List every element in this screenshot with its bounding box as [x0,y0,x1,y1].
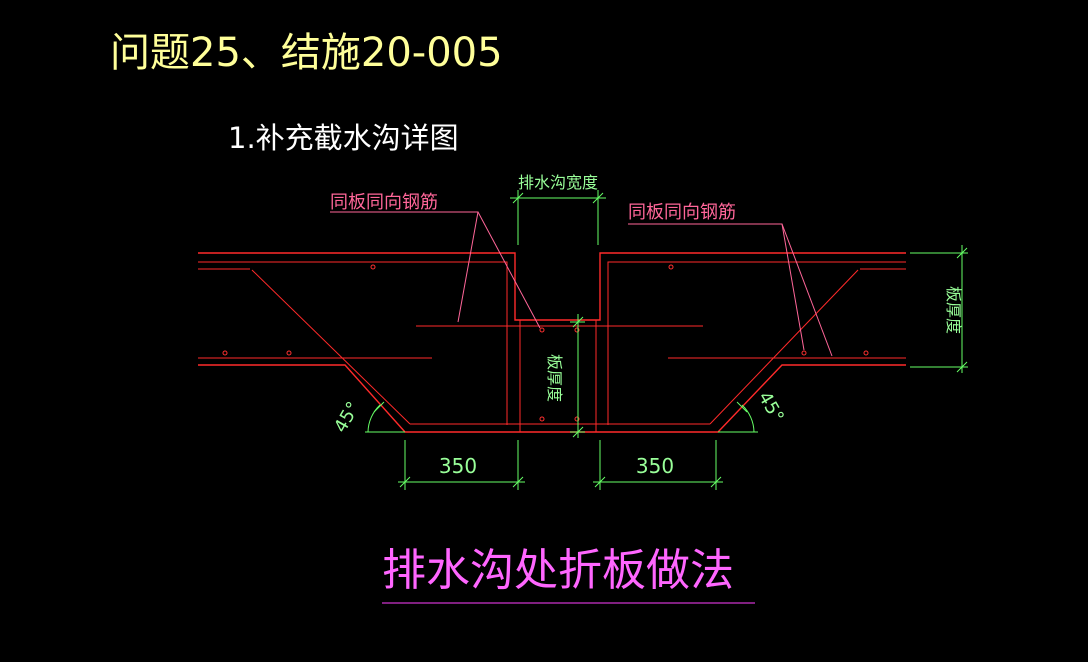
rebar-left-label: 同板同向钢筋 [330,192,438,213]
dim-left-label: 350 [439,454,477,478]
slab-outline [198,252,906,433]
bottom-dimensions: 350 350 [398,440,723,490]
rebar-dots [222,264,869,422]
leader-left: 同板同向钢筋 [330,192,541,329]
rebar-right-label: 同板同向钢筋 [628,202,736,223]
dim-right-label: 350 [636,454,674,478]
center-thickness-label: 板厚度 [545,354,564,402]
angle-marks: 45° 45° [330,388,788,436]
trench-width-label: 排水沟宽度 [518,173,598,192]
title-text: 问题25、结施20-005 [110,30,503,76]
right-thickness-label: 板厚度 [944,286,963,334]
leader-right: 同板同向钢筋 [628,202,833,357]
right-thickness-dimension: 板厚度 [910,245,968,373]
center-thickness-dimension: 板厚度 [545,314,585,438]
angle-left-label: 45° [330,398,364,436]
angle-right-label: 45° [754,388,788,426]
trench-width-dimension: 排水沟宽度 [510,173,606,245]
caption-text: 排水沟处折板做法 [382,545,734,596]
subtitle-text: 1.补充截水沟详图 [228,121,459,155]
